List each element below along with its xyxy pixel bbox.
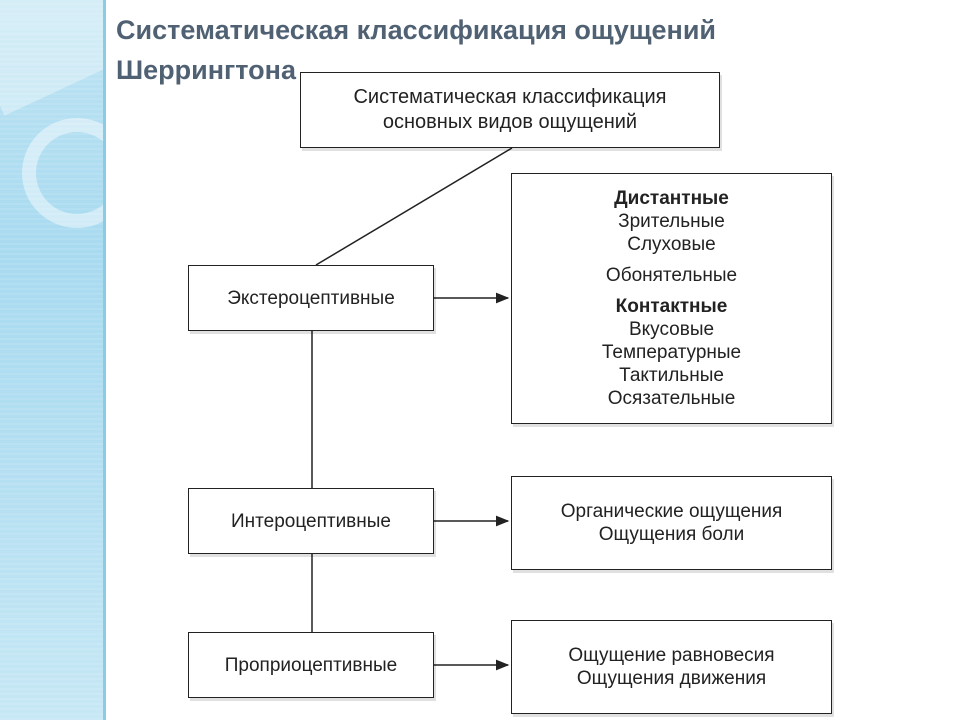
contact-heading: Контактные — [615, 296, 728, 317]
root-connector — [315, 147, 513, 266]
root-box-line-1: Систематическая классификация — [353, 86, 667, 108]
distant-item: Зрительные — [618, 211, 725, 232]
distant-item: Слуховые — [627, 234, 716, 255]
distant-heading: Дистантные — [614, 188, 729, 209]
intero-item: Ощущения боли — [598, 524, 745, 545]
side-band-edge — [103, 0, 106, 720]
contact-item: Температурные — [601, 342, 742, 363]
distant-item: Обонятельные — [605, 265, 738, 286]
category-interoceptive-label: Интероцептивные — [231, 510, 391, 532]
exteroceptive-details: Дистантные Зрительные Слуховые Обонятель… — [511, 173, 832, 424]
contact-item: Вкусовые — [628, 319, 715, 340]
root-box: Систематическая классификация основных в… — [300, 72, 720, 148]
category-proprioceptive: Проприоцептивные — [188, 632, 434, 698]
intero-item: Органические ощущения — [560, 501, 783, 522]
interoceptive-details: Органические ощущения Ощущения боли — [511, 476, 832, 570]
proprioceptive-details: Ощущение равновесия Ощущения движения — [511, 620, 832, 714]
proprio-item: Ощущения движения — [576, 668, 767, 689]
proprio-item: Ощущение равновесия — [568, 645, 775, 666]
category-interoceptive: Интероцептивные — [188, 488, 434, 554]
category-proprioceptive-label: Проприоцептивные — [224, 654, 398, 676]
contact-item: Осязательные — [607, 388, 736, 409]
category-exteroceptive-label: Экстероцептивные — [227, 287, 395, 309]
slide-title: Систематическая классификация ощущений Ш… — [116, 15, 717, 85]
category-exteroceptive: Экстероцептивные — [188, 265, 434, 331]
side-band-stripes — [0, 0, 106, 720]
root-box-line-2: основных видов ощущений — [382, 111, 638, 133]
decorative-side-band — [0, 0, 106, 720]
contact-item: Тактильные — [619, 365, 724, 386]
